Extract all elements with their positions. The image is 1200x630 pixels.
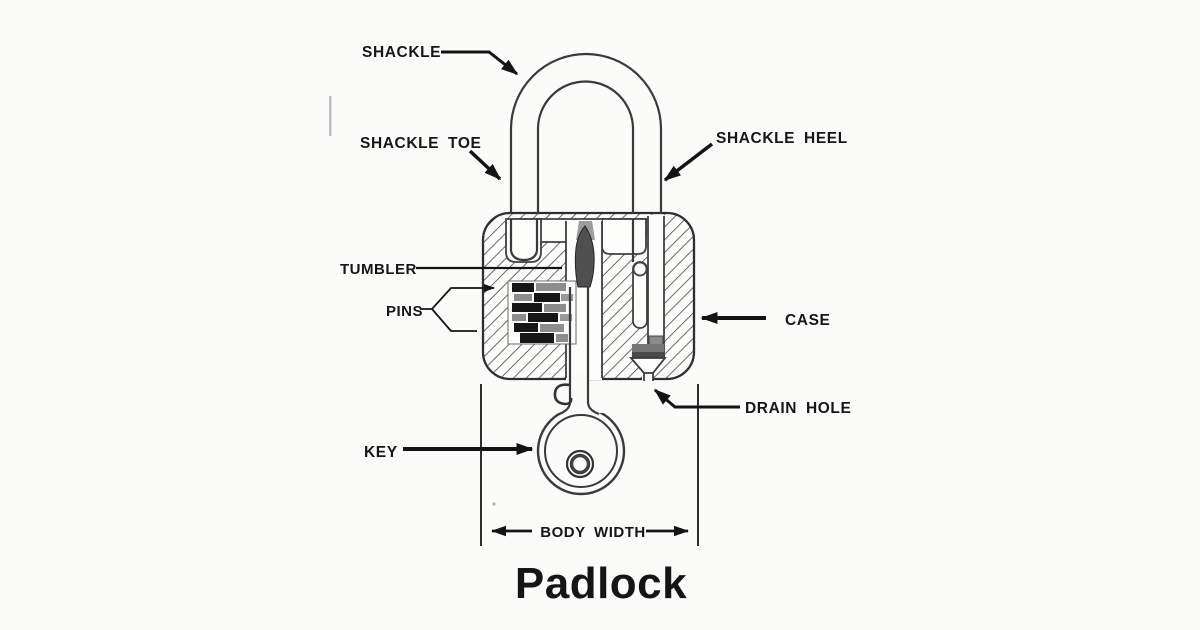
label-shackle-heel: SHACKLE HEEL	[716, 130, 848, 147]
pin-stacks	[507, 280, 577, 345]
label-case: CASE	[785, 312, 830, 329]
label-body-width: BODY WIDTH	[540, 524, 645, 541]
callout-leaders	[403, 50, 766, 455]
label-drain-hole: DRAIN HOLE	[745, 400, 851, 417]
label-shackle-toe: SHACKLE TOE	[360, 135, 481, 152]
drain-hole-area	[629, 335, 667, 381]
key-hole-inner	[569, 453, 591, 475]
label-tumbler: TUMBLER	[340, 261, 417, 278]
label-pins: PINS	[386, 303, 423, 320]
figure-title: Padlock	[515, 559, 687, 608]
pins-bracket-bottom	[431, 308, 477, 332]
callout-labels: SHACKLE SHACKLE TOE SHACKLE HEEL TUMBLER…	[340, 44, 851, 541]
drain-exit	[642, 372, 653, 383]
label-key: KEY	[364, 444, 398, 461]
toe-pocket	[505, 218, 542, 263]
scan-artifacts	[329, 96, 496, 506]
tumbler-part	[574, 221, 595, 288]
shackle-part	[509, 41, 663, 262]
collar-step	[601, 218, 647, 255]
drain-hole-arrow	[653, 388, 740, 409]
shackle-toe-arrow	[468, 149, 502, 181]
key-bow-inner	[544, 414, 618, 488]
key-bit	[553, 383, 573, 406]
pins-bracket-top	[420, 283, 495, 310]
body-width-dimension	[480, 384, 699, 546]
shackle-inner-arc	[536, 80, 635, 130]
shackle-outer-arc	[509, 52, 663, 130]
locking-slot	[632, 261, 648, 329]
key-part	[536, 287, 626, 496]
key-hole-outer	[565, 449, 595, 479]
shackle-toe-end	[509, 250, 539, 262]
heel-channel	[648, 215, 664, 360]
shackle-heel-arrow	[663, 142, 714, 182]
shackle-arrow	[441, 50, 519, 76]
label-shackle: SHACKLE	[362, 44, 441, 61]
keyway-exit	[567, 374, 589, 383]
